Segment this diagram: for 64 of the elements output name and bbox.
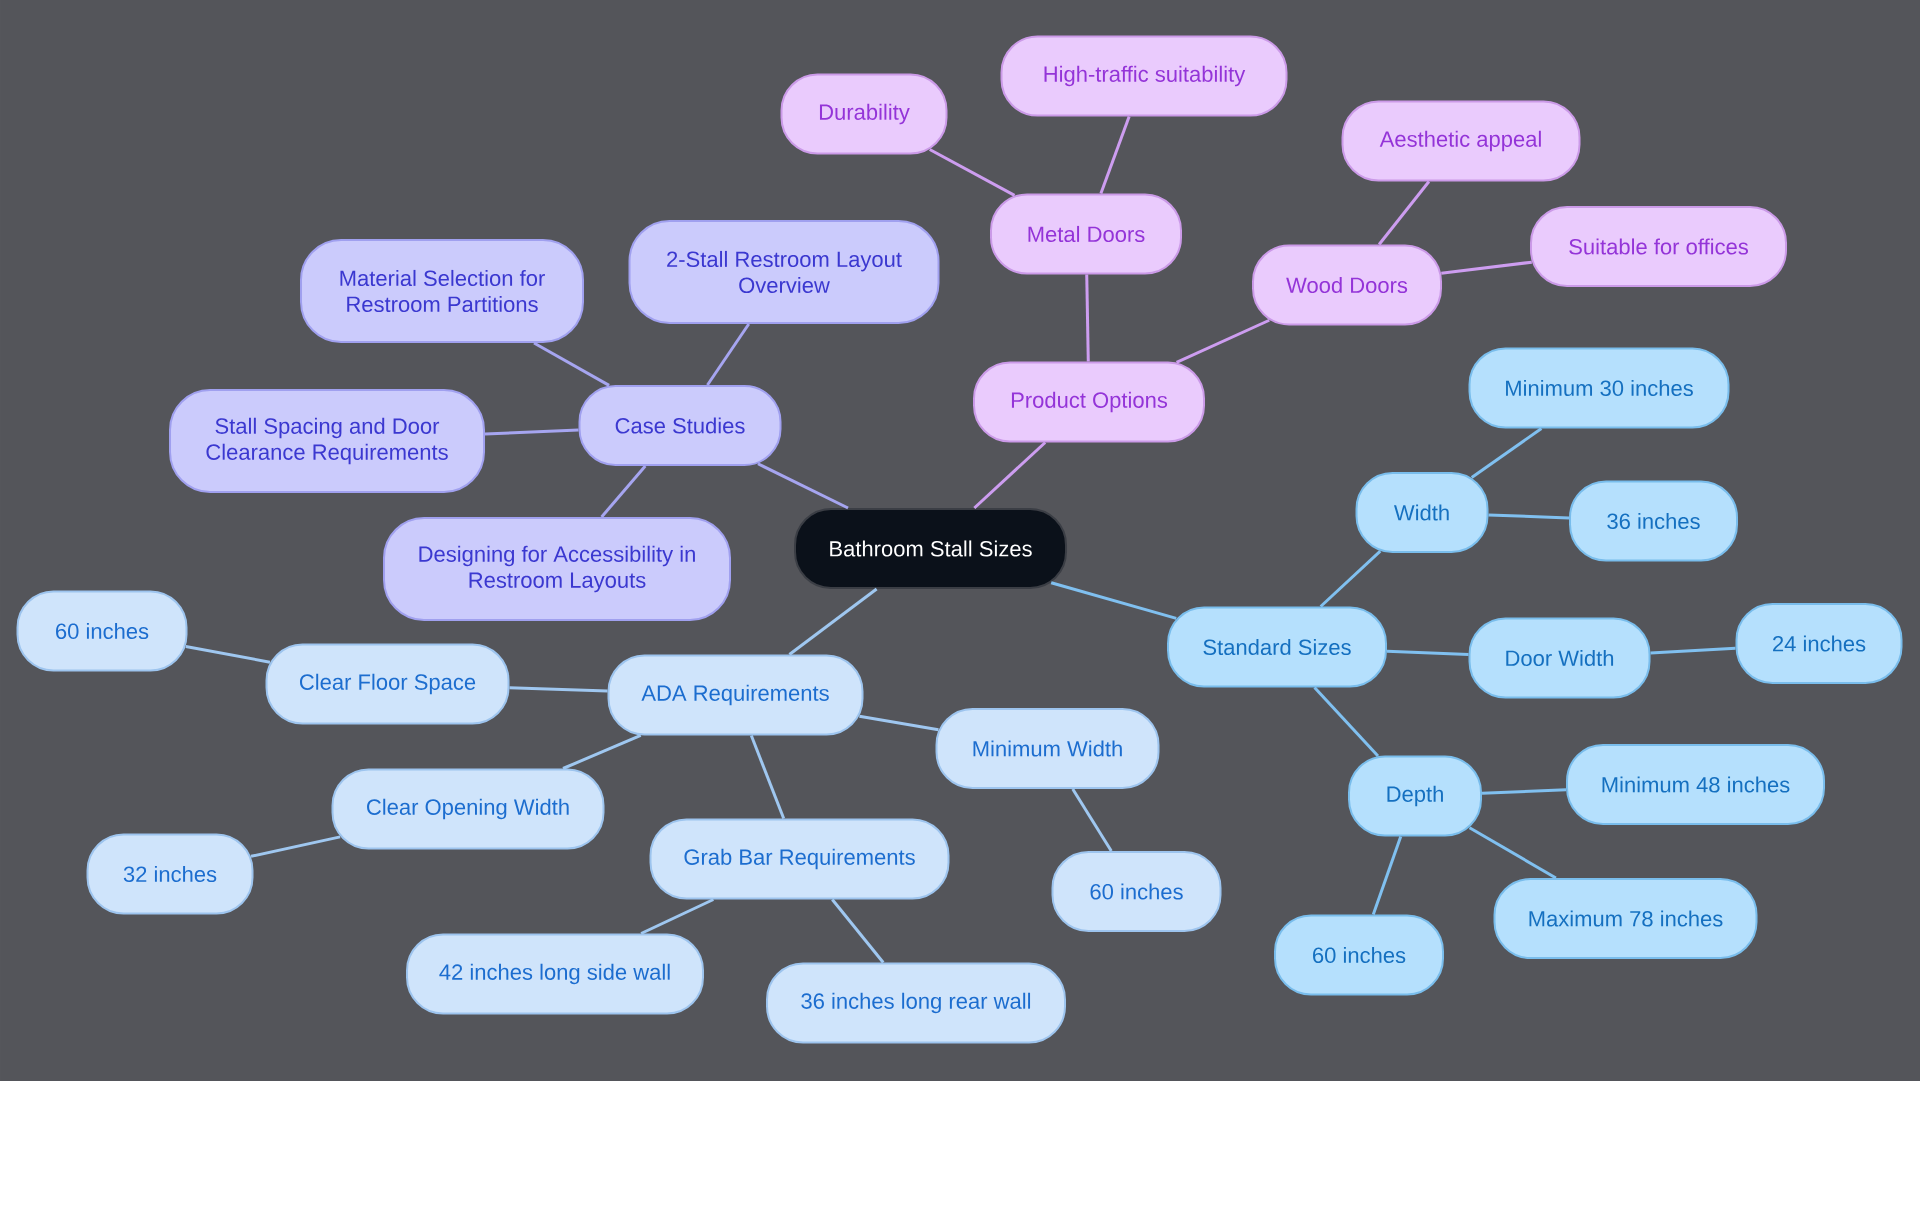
topic-box: Wood Doors bbox=[1252, 244, 1442, 326]
connector-line bbox=[1377, 180, 1431, 246]
topic-box: Aesthetic appeal bbox=[1341, 100, 1581, 182]
topic-box: High-traffic suitability bbox=[1000, 35, 1288, 117]
connector-line bbox=[1319, 550, 1382, 608]
connector-line bbox=[509, 686, 608, 693]
topic-box: Product Options bbox=[973, 361, 1205, 443]
topic-box: Maximum 78 inches bbox=[1493, 878, 1758, 959]
topic-box: Minimum 48 inches bbox=[1566, 744, 1825, 825]
topic-box: ADA Requirements bbox=[607, 654, 864, 736]
connector-line bbox=[1085, 274, 1090, 362]
topic-box: Door Width bbox=[1468, 617, 1651, 699]
connector-line bbox=[533, 341, 610, 387]
topic-box: Durability bbox=[780, 73, 948, 155]
connector-line bbox=[1071, 788, 1113, 852]
connector-line bbox=[1650, 646, 1736, 655]
topic-box: 36 inches bbox=[1569, 480, 1738, 562]
connector-line bbox=[749, 734, 786, 820]
topic-box: Metal Doors bbox=[990, 193, 1182, 275]
central-topic-box: Bathroom Stall Sizes bbox=[794, 508, 1067, 589]
connector-line bbox=[1488, 513, 1570, 520]
topic-box: Designing for Accessibility in Restroom Layouts bbox=[383, 517, 731, 621]
topic-box: Minimum Width bbox=[935, 708, 1160, 789]
connector-line bbox=[788, 587, 878, 656]
connector-line bbox=[1371, 836, 1403, 915]
topic-box: Material Selection for Restroom Partitions bbox=[300, 239, 584, 343]
topic-box: 24 inches bbox=[1735, 603, 1903, 684]
topic-box: Stall Spacing and Door Clearance Requirements bbox=[169, 389, 485, 493]
topic-box: Standard Sizes bbox=[1167, 606, 1387, 688]
topic-box: 36 inches long rear wall bbox=[766, 962, 1066, 1044]
connector-line bbox=[929, 148, 1016, 197]
connector-line bbox=[1050, 581, 1177, 620]
connector-line bbox=[1175, 318, 1270, 364]
topic-box: Minimum 30 inches bbox=[1468, 347, 1730, 429]
connector-line bbox=[600, 465, 647, 518]
connector-line bbox=[973, 441, 1047, 510]
topic-box: 2-Stall Restroom Layout Overview bbox=[628, 220, 940, 324]
connector-line bbox=[250, 835, 341, 858]
topic-box: Grab Bar Requirements bbox=[649, 818, 950, 900]
topic-box: 60 inches bbox=[1051, 851, 1222, 932]
connector-line bbox=[640, 898, 715, 935]
connector-line bbox=[562, 734, 642, 770]
connector-line bbox=[484, 428, 579, 436]
topic-box: 60 inches bbox=[16, 590, 188, 672]
connector-line bbox=[1481, 788, 1567, 795]
topic-box: 60 inches bbox=[1274, 914, 1444, 996]
topic-box: 32 inches bbox=[86, 833, 254, 915]
connector-line bbox=[1468, 826, 1557, 880]
topic-box: 42 inches long side wall bbox=[406, 933, 704, 1015]
topic-box: Case Studies bbox=[578, 385, 782, 466]
connector-line bbox=[1313, 686, 1380, 758]
connector-line bbox=[859, 714, 939, 732]
connector-line bbox=[185, 645, 271, 664]
topic-box: Depth bbox=[1348, 755, 1482, 837]
topic-box: Clear Floor Space bbox=[265, 643, 510, 725]
connector-line bbox=[1099, 116, 1131, 194]
connector-line bbox=[757, 462, 849, 510]
topic-box: Suitable for offices bbox=[1530, 206, 1787, 287]
connector-line bbox=[1386, 649, 1469, 656]
connector-line bbox=[1441, 260, 1532, 275]
connector-line bbox=[1470, 427, 1543, 479]
connector-line bbox=[706, 323, 751, 386]
topic-box: Clear Opening Width bbox=[331, 768, 605, 850]
connector-line bbox=[831, 898, 885, 964]
